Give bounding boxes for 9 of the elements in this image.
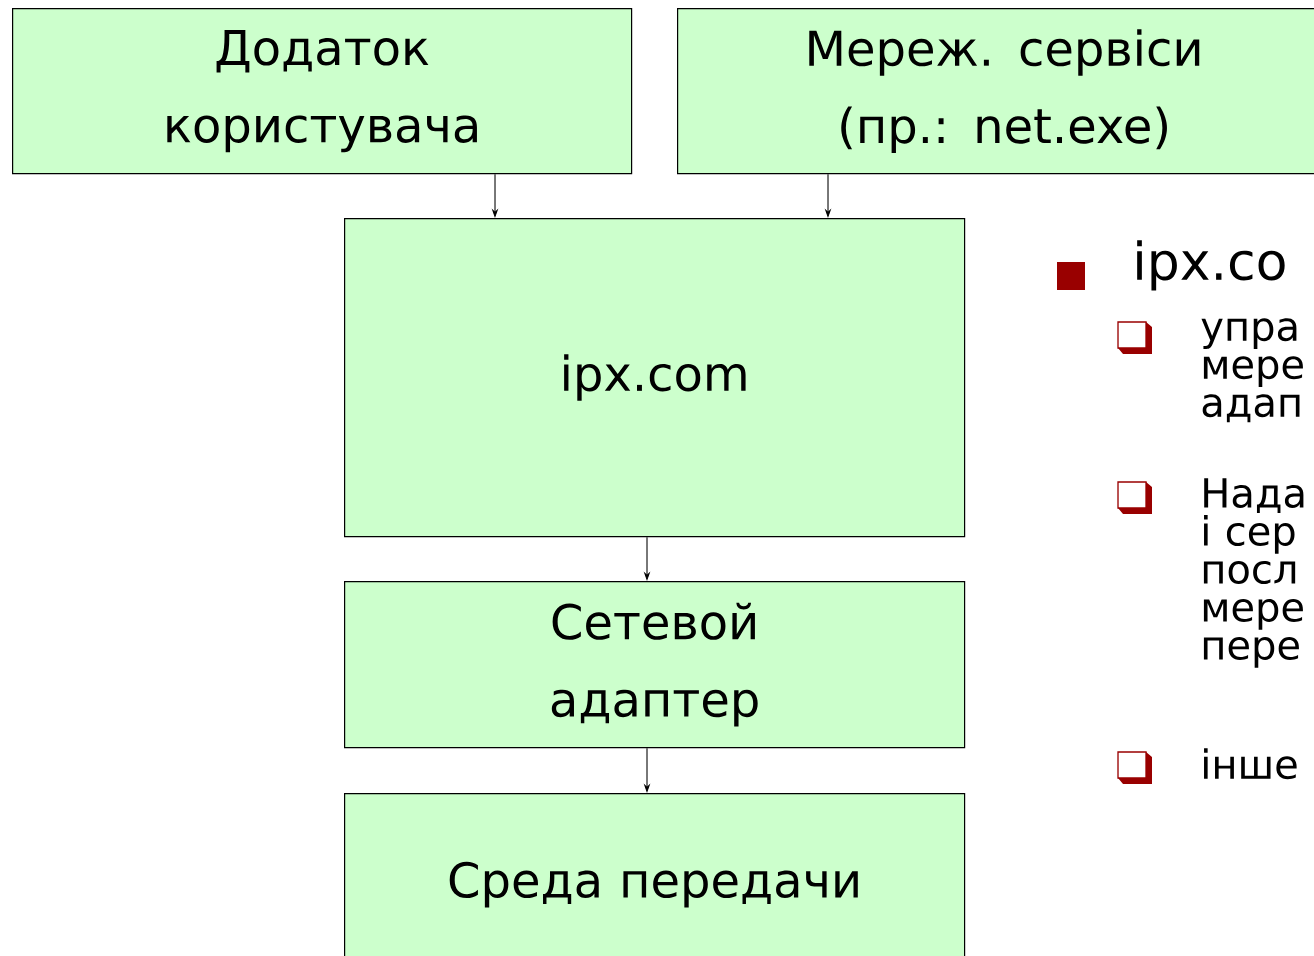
list-item: Нада і сер посл мере пере: [1203, 478, 1304, 668]
process-box: ipx.com: [344, 218, 966, 538]
list-item: упра мере адап: [1201, 318, 1303, 423]
process-box: Среда передачи: [344, 793, 966, 956]
process-box: Сетевой адаптер: [344, 581, 966, 749]
process-box: Мереж. сервіси (пр.: net.exe): [677, 8, 1314, 175]
list-item: інше: [1204, 748, 1297, 780]
process-box: Додаток користувача: [12, 8, 633, 175]
list-heading: ipx.co: [1137, 240, 1285, 291]
